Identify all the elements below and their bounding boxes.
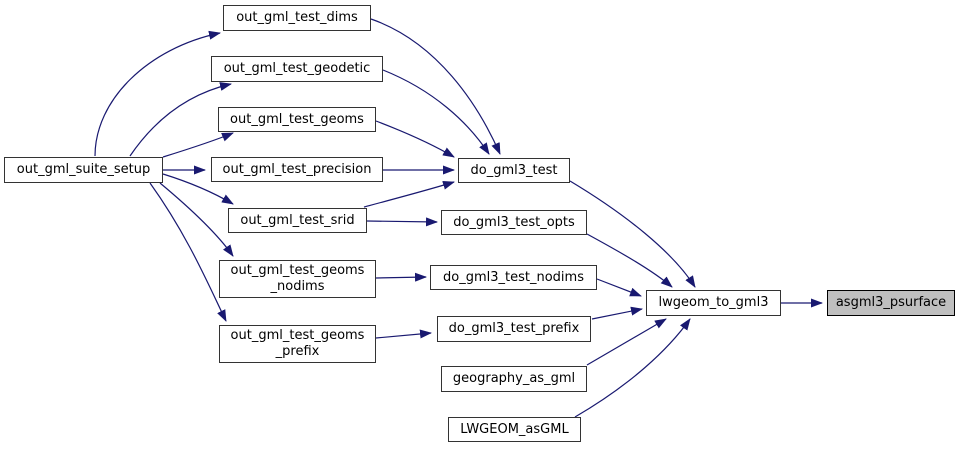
edge-do_gml3_test_nodims-lwgeom_to_gml3 (596, 278, 642, 297)
edge-out_gml_suite_setup-out_gml_test_geoms (162, 132, 234, 158)
node-out_gml_suite_setup[interactable]: out_gml_suite_setup (4, 157, 163, 183)
edge-geography_as_gml-lwgeom_to_gml3 (586, 318, 667, 366)
edge-out_gml_test_geodetic-do_gml3_test (382, 69, 490, 155)
node-geography_as_gml[interactable]: geography_as_gml (441, 366, 587, 392)
edge-out_gml_test_geoms_prefix-do_gml3_test_prefix (375, 329, 432, 339)
node-label: do_gml3_test_opts (453, 214, 575, 230)
node-out_gml_test_geodetic[interactable]: out_gml_test_geodetic (211, 56, 383, 82)
edge-LWGEOM_asGML-lwgeom_to_gml3 (574, 318, 691, 418)
node-label-line1: out_gml_test_geoms (230, 263, 365, 278)
node-do_gml3_test_prefix[interactable]: do_gml3_test_prefix (437, 316, 591, 342)
node-LWGEOM_asGML[interactable]: LWGEOM_asGML (448, 417, 581, 442)
edge-out_gml_test_geoms_nodims-do_gml3_test_nodims (375, 272, 427, 282)
edge-out_gml_test_srid-do_gml3_test_opts (366, 217, 438, 227)
node-label: out_gml_test_geodetic (223, 61, 371, 76)
node-label: geography_as_gml (452, 371, 576, 386)
node-label: do_gml3_test_prefix (448, 321, 580, 336)
edge-out_gml_suite_setup-out_gml_test_geoms_prefix (149, 182, 227, 322)
node-label: out_gml_suite_setup (16, 162, 151, 177)
edge-out_gml_suite_setup-out_gml_test_geoms_nodims (159, 182, 234, 257)
node-do_gml3_test_nodims[interactable]: do_gml3_test_nodims (430, 265, 597, 290)
edge-out_gml_suite_setup-out_gml_test_srid (162, 173, 234, 205)
node-do_gml3_test_opts[interactable]: do_gml3_test_opts (441, 210, 587, 235)
edge-do_gml3_test_opts-lwgeom_to_gml3 (586, 233, 673, 288)
node-label: out_gml_test_dims (236, 10, 358, 25)
node-out_gml_test_srid[interactable]: out_gml_test_srid (228, 208, 367, 233)
node-label: out_gml_test_geoms (230, 111, 364, 127)
node-out_gml_test_geoms_prefix[interactable]: out_gml_test_geoms _prefix (219, 325, 376, 363)
node-lwgeom_to_gml3[interactable]: lwgeom_to_gml3 (646, 290, 781, 316)
node-label: lwgeom_to_gml3 (658, 295, 769, 310)
edge-out_gml_suite_setup-out_gml_test_geodetic (129, 82, 232, 157)
edge-do_gml3_test-lwgeom_to_gml3 (569, 180, 696, 288)
edge-out_gml_test_srid-do_gml3_test (363, 180, 455, 208)
node-label-line1: out_gml_test_geoms (230, 328, 365, 343)
node-do_gml3_test[interactable]: do_gml3_test (458, 158, 570, 183)
edge-out_gml_test_dims-do_gml3_test (370, 18, 501, 155)
edge-out_gml_suite_setup-out_gml_test_dims (94, 30, 221, 157)
node-asgml3_psurface-current: asgml3_psurface (827, 290, 955, 316)
node-out_gml_test_precision[interactable]: out_gml_test_precision (211, 157, 383, 182)
node-label: out_gml_test_srid (240, 212, 355, 228)
node-out_gml_test_dims[interactable]: out_gml_test_dims (223, 5, 371, 31)
node-label: do_gml3_test (470, 162, 558, 178)
node-out_gml_test_geoms_nodims[interactable]: out_gml_test_geoms _nodims (219, 260, 376, 298)
node-label: out_gml_test_precision (222, 161, 372, 177)
node-label: do_gml3_test_nodims (443, 269, 584, 285)
node-label-line2: _nodims (270, 279, 325, 294)
edge-do_gml3_test_prefix-lwgeom_to_gml3 (591, 306, 643, 320)
node-label-line2: _prefix (275, 344, 320, 359)
node-out_gml_test_geoms[interactable]: out_gml_test_geoms (218, 107, 376, 132)
node-label: asgml3_psurface (835, 295, 947, 310)
node-label: LWGEOM_asGML (460, 421, 569, 437)
edge-out_gml_test_geoms-do_gml3_test (375, 120, 455, 158)
